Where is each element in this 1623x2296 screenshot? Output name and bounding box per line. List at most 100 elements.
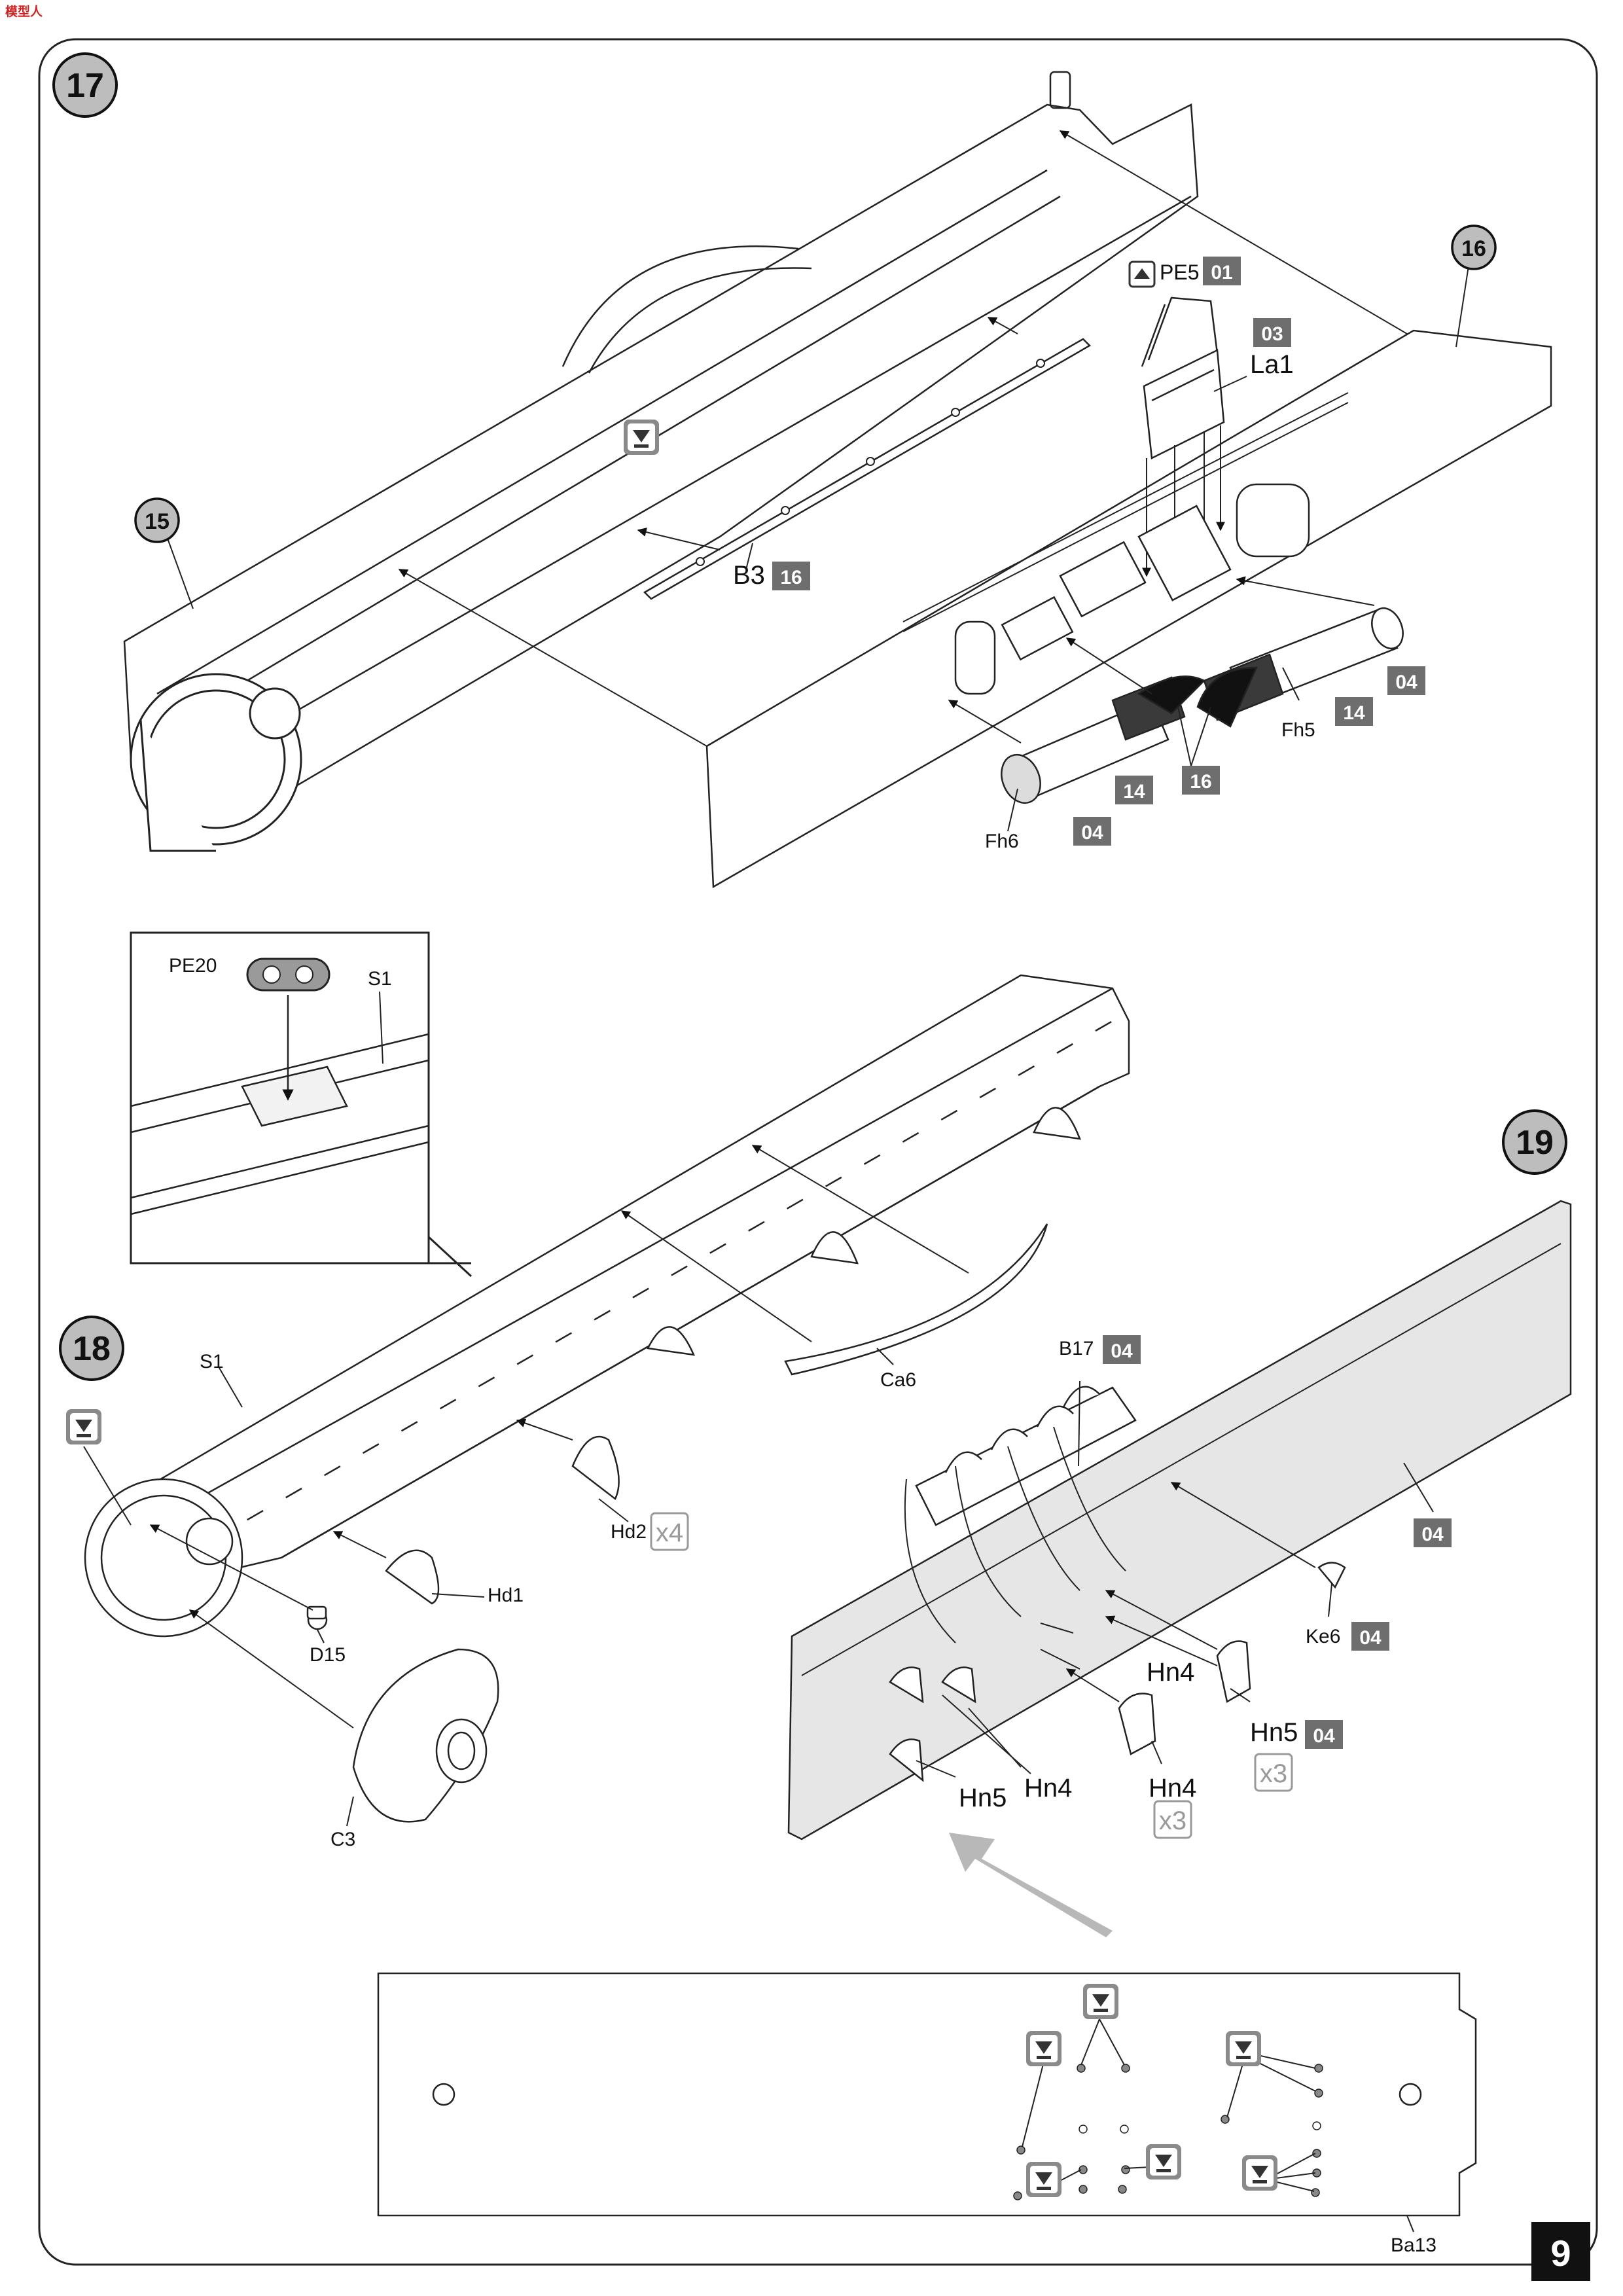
label-D15: D15 <box>310 1644 346 1666</box>
code-box-16-mid: 16 <box>1182 766 1220 795</box>
glue-drop-icon <box>1226 2031 1261 2066</box>
svg-text:04: 04 <box>1421 1524 1444 1545</box>
fender-part-Ca6 <box>784 1223 1048 1376</box>
svg-text:04: 04 <box>1395 672 1418 693</box>
detail-inset: PE20 S1 <box>130 931 473 1278</box>
glue-drop-icon <box>1146 2144 1181 2179</box>
step-18-badge <box>59 1316 124 1381</box>
svg-text:04: 04 <box>1313 1725 1335 1747</box>
svg-text:16: 16 <box>780 567 802 588</box>
label-Ba13: Ba13 <box>1391 2234 1436 2256</box>
code-box-14-fh6: 14 <box>1115 776 1153 804</box>
code-box-14-fh5: 14 <box>1335 697 1373 726</box>
svg-text:04: 04 <box>1081 822 1103 844</box>
label-La1: La1 <box>1250 350 1294 379</box>
rod-part-B3 <box>643 338 1092 600</box>
svg-text:14: 14 <box>1123 781 1145 802</box>
step-18-number: 18 <box>73 1330 111 1368</box>
code-box-04-fh6: 04 <box>1073 817 1111 846</box>
code-box-04-b17: 04 <box>1103 1335 1141 1364</box>
glue-drop-icon <box>1083 1984 1118 2019</box>
step-19: 19 <box>787 1109 1572 1937</box>
ref-15-text: 15 <box>145 509 169 534</box>
label-Hn4-c: Hn4 <box>1149 1774 1196 1803</box>
svg-text:03: 03 <box>1261 323 1283 345</box>
hose-part-Fh6 <box>1001 675 1206 804</box>
svg-text:模型人: 模型人 <box>5 4 43 19</box>
page-border <box>38 38 1598 2266</box>
step-19-badge <box>1502 1109 1567 1175</box>
hull-side-17 <box>123 71 1199 826</box>
part-Hd1 <box>385 1549 440 1605</box>
label-Fh6: Fh6 <box>985 831 1019 852</box>
code-box-03: 03 <box>1253 318 1291 347</box>
hull-side-S1 <box>84 974 1130 1638</box>
code-box-04-panel: 04 <box>1414 1518 1452 1547</box>
photo-etch-icon <box>1128 260 1156 288</box>
hinges <box>889 1562 1346 1782</box>
label-B17: B17 <box>1059 1338 1094 1359</box>
svg-text:04: 04 <box>1359 1627 1382 1649</box>
code-box-01: 01 <box>1203 257 1241 285</box>
assembly-lines-18 <box>83 1145 969 1827</box>
label-PE20: PE20 <box>169 955 217 977</box>
code-box-04-ke6: 04 <box>1351 1622 1389 1651</box>
svg-text:01: 01 <box>1211 262 1232 283</box>
label-Hn4-b: Hn4 <box>1024 1774 1072 1803</box>
page-number-badge: 9 <box>1531 2222 1590 2281</box>
step-17-number: 17 <box>66 67 104 105</box>
label-Ca6: Ca6 <box>880 1369 916 1391</box>
glue-drop-icon <box>1026 2162 1061 2197</box>
label-Hn5-a: Hn5 <box>1250 1718 1298 1747</box>
rack-guide-lines <box>904 1426 1126 1643</box>
idler-wheel-17 <box>130 673 302 852</box>
label-C3: C3 <box>330 1829 355 1850</box>
hose-part-Fh5 <box>1196 607 1404 728</box>
label-S1: S1 <box>200 1351 224 1372</box>
assembly-lines-17 <box>166 130 1470 832</box>
code-box-04-fh5: 04 <box>1387 666 1425 695</box>
quantity-x3-hn5: x3 <box>1254 1753 1293 1792</box>
svg-text:04: 04 <box>1111 1340 1133 1362</box>
label-Ke6: Ke6 <box>1306 1626 1340 1647</box>
label-Hd1: Hd1 <box>488 1585 524 1606</box>
assembly-arrow-icon <box>949 1833 1113 1937</box>
label-Hn5-b: Hn5 <box>959 1784 1007 1812</box>
code-box-04-hn5: 04 <box>1305 1720 1343 1749</box>
step-17-badge <box>52 52 118 118</box>
svg-text:x3: x3 <box>1260 1759 1287 1788</box>
ref-badge-15 <box>134 497 180 543</box>
bottom-plate-Ba13: Ba13 <box>377 1972 1477 2256</box>
assembly-lines-19 <box>916 1380 1434 1778</box>
engine-details <box>954 483 1310 695</box>
step-17: 17 <box>52 52 1552 889</box>
label-Hd2: Hd2 <box>611 1521 647 1543</box>
quantity-x3-hn4: x3 <box>1153 1800 1192 1839</box>
photo-etch-part-PE20 <box>246 958 330 992</box>
hub-part-C3 <box>352 1648 499 1823</box>
quantity-x4: x4 <box>650 1512 689 1551</box>
label-S1-inset: S1 <box>368 968 392 990</box>
svg-text:x4: x4 <box>656 1518 683 1547</box>
ref-badge-16 <box>1451 224 1497 270</box>
label-PE5: PE5 <box>1160 260 1199 284</box>
label-Fh5: Fh5 <box>1281 719 1315 741</box>
label-Hn4-a: Hn4 <box>1147 1658 1194 1687</box>
engine-deck-plate <box>705 329 1552 889</box>
site-logo: 模型人 <box>4 3 46 20</box>
svg-text:9: 9 <box>1550 2233 1571 2274</box>
bracket-PE5 <box>1141 296 1219 367</box>
glue-drop-icon <box>66 1409 101 1444</box>
part-Hd2 <box>571 1435 620 1500</box>
svg-text:16: 16 <box>1190 771 1211 793</box>
glue-drop-icon <box>1242 2155 1277 2191</box>
svg-text:x3: x3 <box>1159 1806 1186 1835</box>
ref-16-text: 16 <box>1461 236 1486 261</box>
label-B3: B3 <box>733 561 765 590</box>
glue-drop-icon <box>624 420 659 455</box>
svg-text:14: 14 <box>1343 702 1365 724</box>
glue-drop-icon <box>1026 2031 1061 2066</box>
step-18: 18 <box>59 974 1130 1850</box>
rack-part-B17 <box>915 1386 1137 1526</box>
